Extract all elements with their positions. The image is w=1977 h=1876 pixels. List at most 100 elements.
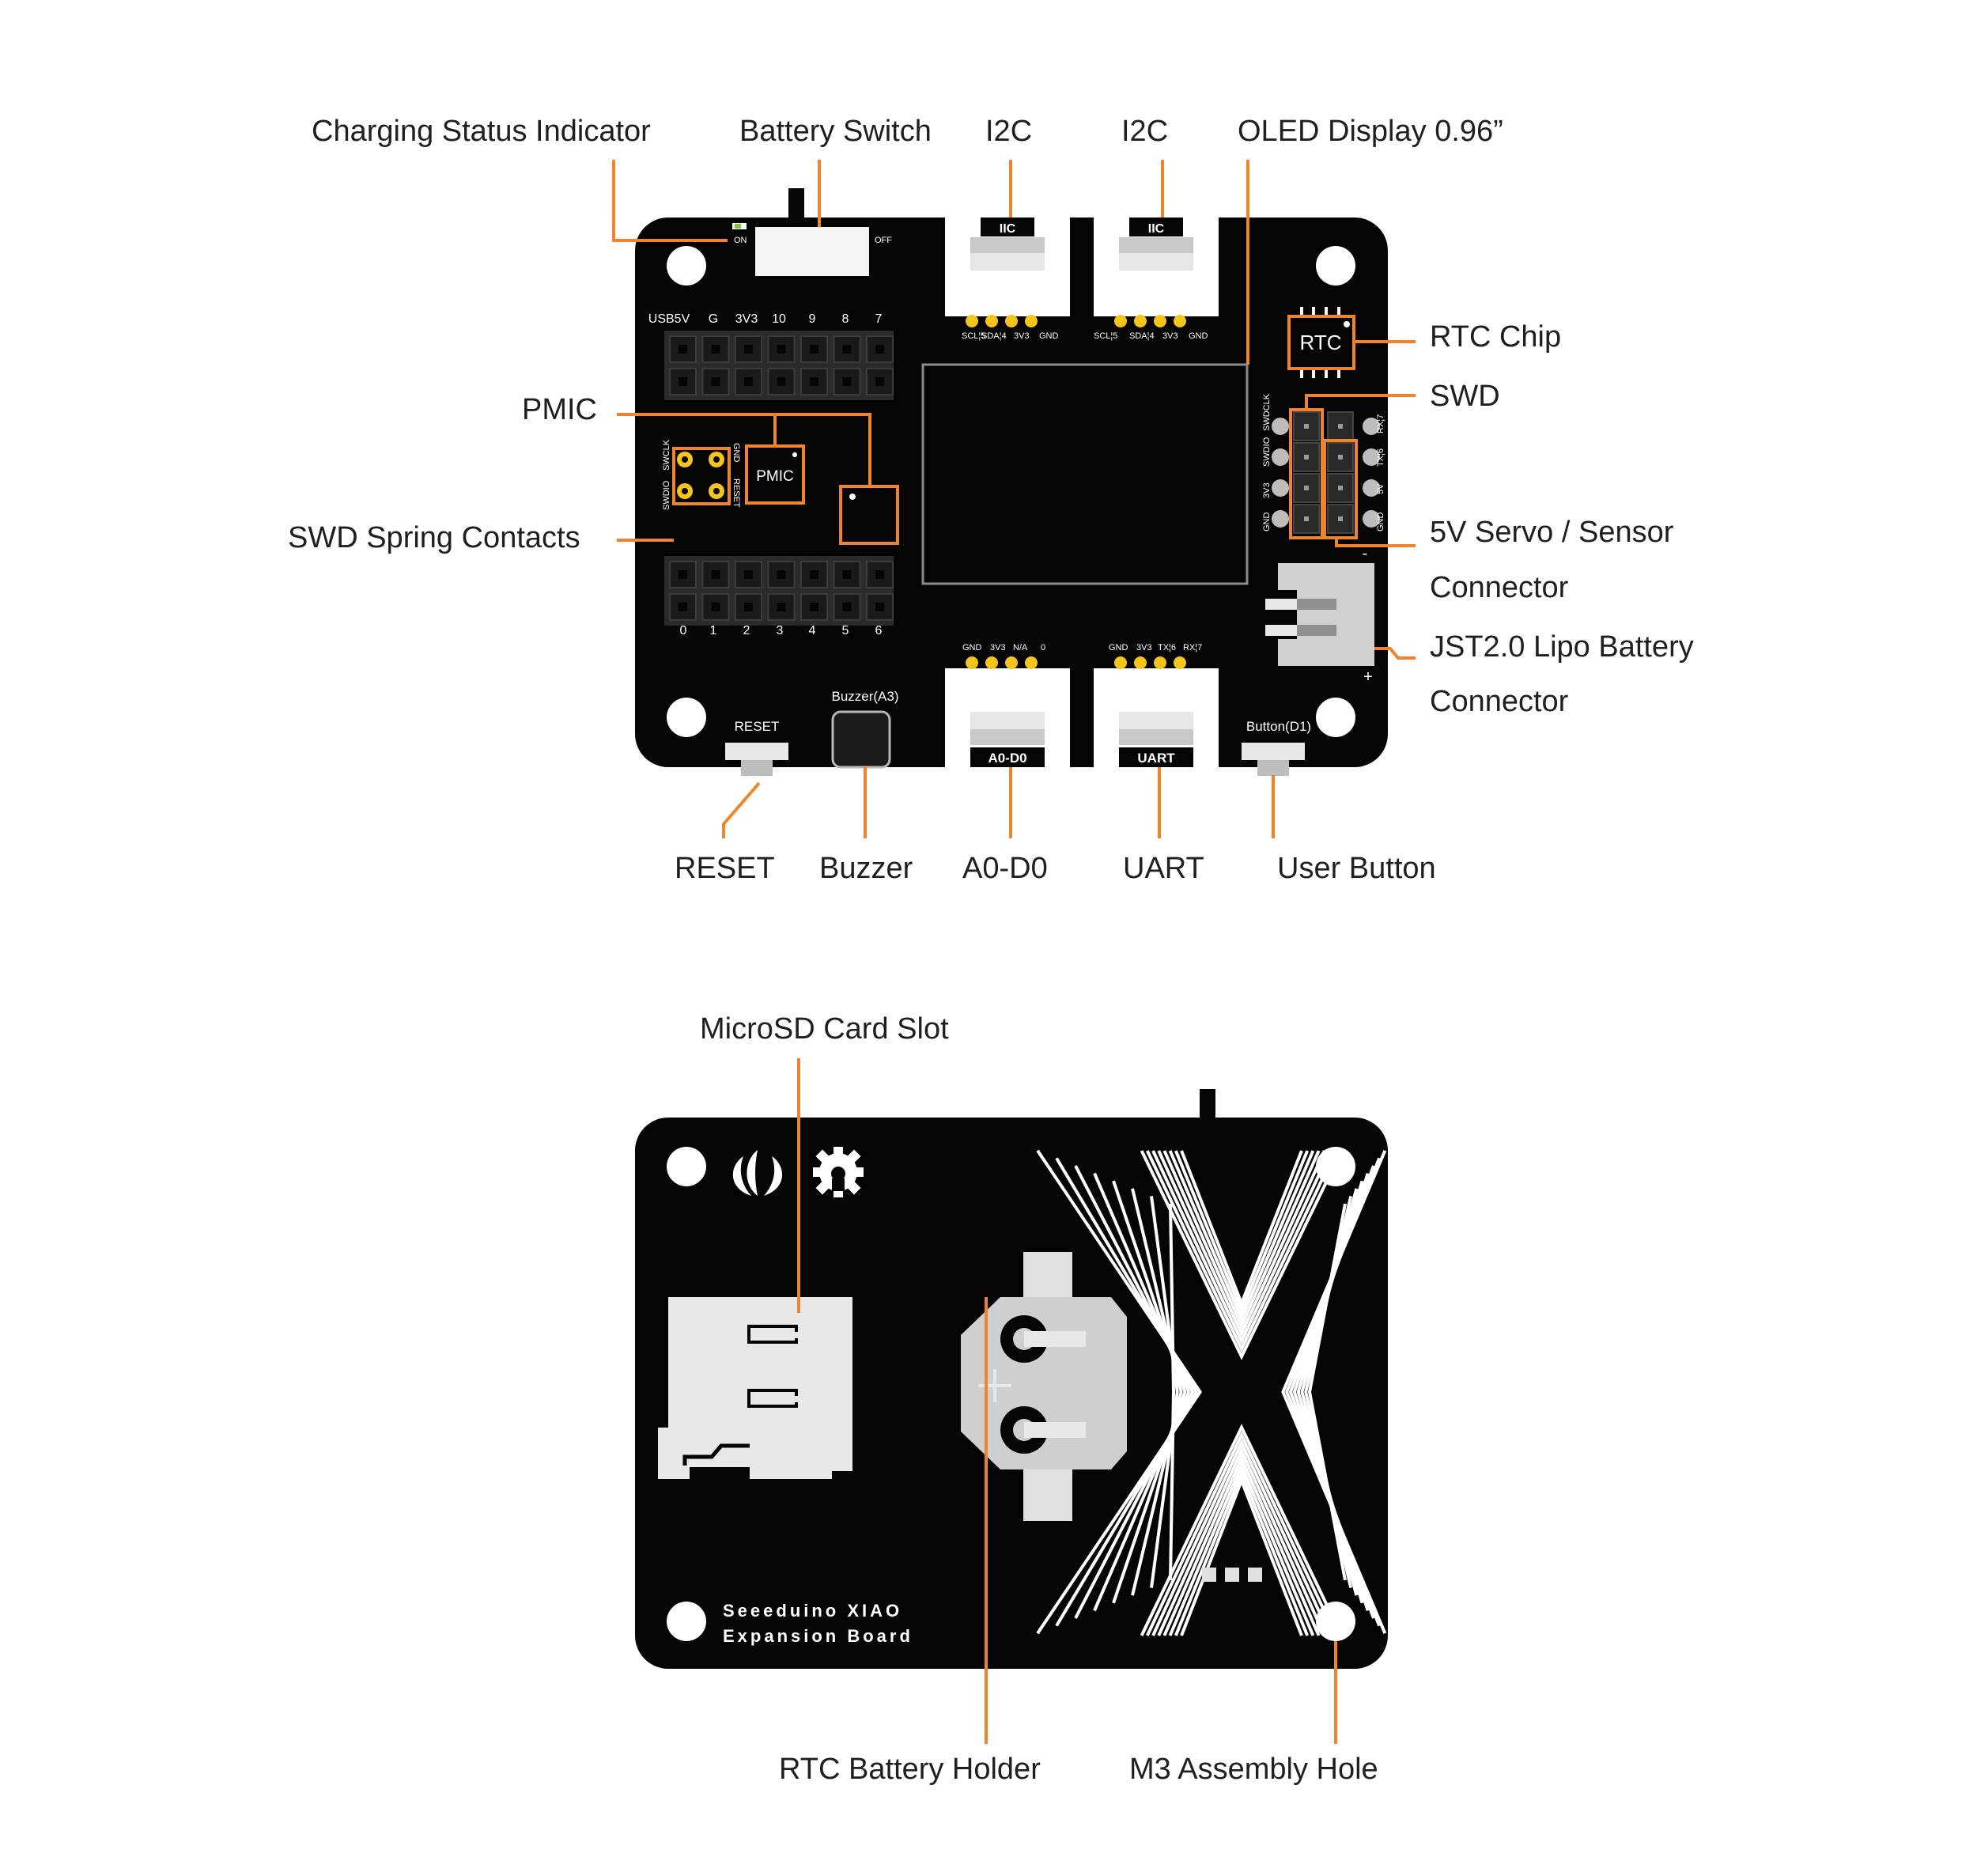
svg-text:SCL¦5: SCL¦5	[962, 331, 985, 341]
x-trace	[1074, 1165, 1195, 1619]
svg-text:3V3: 3V3	[990, 643, 1006, 652]
swd-pad	[1272, 418, 1289, 435]
pmic-chip-label: PMIC	[756, 468, 794, 485]
callout-charging-status: Charging Status Indicator	[312, 115, 651, 148]
header-pin-hole	[777, 603, 786, 611]
svg-text:3V3: 3V3	[735, 312, 758, 326]
header-pin-hole	[744, 570, 753, 579]
leader-lines-top	[612, 160, 1416, 838]
callout-user-button: User Button	[1277, 852, 1436, 885]
x-trace	[1168, 1150, 1315, 1323]
servo-pad	[1363, 510, 1380, 528]
swd-header-labels: SWDCLK SWDIO 3V3 GND	[1262, 393, 1272, 531]
seeed-logo-icon	[732, 1150, 783, 1196]
m3-assembly-hole	[1316, 1602, 1355, 1641]
gold-pad	[985, 315, 998, 327]
header-pin-socket	[833, 561, 861, 588]
gold-pad	[1134, 315, 1147, 327]
servo-pad	[1363, 479, 1380, 497]
gold-pad	[1154, 656, 1166, 669]
header-pin-hole	[842, 603, 852, 611]
svg-text:0: 0	[1041, 643, 1045, 652]
svg-text:0: 0	[680, 624, 687, 637]
gold-pad	[985, 656, 998, 669]
battery-switch-knob	[788, 188, 804, 221]
female-header-top	[664, 331, 894, 400]
x-trace	[1162, 1454, 1321, 1636]
header-pin-hole	[679, 345, 687, 354]
servo-pin-dot	[1338, 486, 1343, 490]
callout-swd: SWD	[1430, 380, 1500, 413]
uart-tag: UART	[1137, 751, 1175, 766]
leader-lines-bottom	[797, 1058, 1337, 1744]
x-trace	[1180, 1476, 1303, 1636]
x-trace	[1093, 1172, 1191, 1612]
reset-silk-label: RESET	[735, 719, 780, 734]
header-pin-hole	[842, 570, 852, 579]
switch-off-label: OFF	[875, 236, 892, 245]
swd-pad	[1272, 510, 1289, 528]
servo-pin	[1327, 442, 1354, 472]
board-name-line1: Seeeduino XIAO	[723, 1601, 902, 1621]
callout-battery-switch: Battery Switch	[739, 115, 932, 148]
x-trace	[1145, 1431, 1338, 1636]
svg-text:RX¦7: RX¦7	[1183, 643, 1202, 652]
svg-text:GND: GND	[1189, 331, 1208, 341]
uart-pin-labels: GND 3V3 TX¦6 RX¦7	[1109, 643, 1202, 652]
header-pin-hole	[875, 377, 884, 386]
callout-oled-display: OLED Display 0.96”	[1238, 115, 1503, 148]
x-trace	[1157, 1446, 1326, 1636]
svg-text:10: 10	[772, 312, 786, 326]
svg-text:3V3: 3V3	[1162, 331, 1178, 341]
header-pin-hole	[744, 345, 753, 354]
svg-text:6: 6	[875, 624, 883, 637]
microsd-card-slot	[658, 1297, 852, 1479]
header-pin-hole	[875, 345, 884, 354]
callout-swd-spring-contacts: SWD Spring Contacts	[288, 521, 580, 554]
x-trace	[1169, 1203, 1176, 1581]
header-pin-hole	[711, 603, 720, 611]
mount-hole	[667, 698, 706, 737]
mount-hole	[667, 1147, 706, 1186]
header-pin-hole	[810, 603, 818, 611]
svg-text:SWDCLK: SWDCLK	[1262, 393, 1272, 431]
callout-servo-line2: Connector	[1430, 571, 1569, 604]
header-pin-hole	[875, 603, 884, 611]
callouts-bottom: MicroSD Card Slot RTC Battery Holder M3 …	[700, 1012, 1378, 1786]
svg-text:TX¦6: TX¦6	[1158, 643, 1176, 652]
callout-reset: RESET	[675, 852, 775, 885]
servo-highlight	[1323, 439, 1358, 539]
callout-microsd: MicroSD Card Slot	[700, 1012, 949, 1046]
x-trace	[1055, 1157, 1199, 1627]
gold-pad	[1134, 656, 1147, 669]
svg-text:3V3: 3V3	[1014, 331, 1030, 341]
iic-tag-right: IIC	[1148, 222, 1165, 236]
svg-text:+: +	[1363, 668, 1373, 686]
x-trace	[1162, 1150, 1321, 1330]
battery-switch-body	[755, 227, 869, 276]
callout-rtc-chip: RTC Chip	[1430, 320, 1561, 354]
callout-rtc-battery-holder: RTC Battery Holder	[779, 1753, 1041, 1786]
reset-button[interactable]	[725, 743, 788, 760]
iic-pin-labels-right: SCL¦5 SDA¦4 3V3 GND	[1094, 331, 1208, 341]
header-pin-hole	[679, 570, 687, 579]
svg-text:1: 1	[710, 624, 717, 637]
x-trace	[1307, 1203, 1347, 1581]
callout-servo-line1: 5V Servo / Sensor	[1430, 516, 1674, 549]
header-pin-hole	[744, 377, 753, 386]
header-pin-socket	[800, 335, 828, 363]
user-button[interactable]	[1242, 743, 1305, 760]
callout-jst-line2: Connector	[1430, 685, 1569, 718]
callout-i2c-left: I2C	[985, 115, 1032, 148]
button-silk-label: Button(D1)	[1246, 719, 1311, 734]
gold-pad	[966, 315, 978, 327]
gold-pad	[1114, 656, 1127, 669]
mount-hole	[1316, 246, 1355, 286]
mount-hole	[667, 246, 706, 286]
svg-text:3V3: 3V3	[1262, 482, 1272, 498]
header-pin-hole	[842, 377, 852, 386]
x-trace	[1174, 1469, 1310, 1636]
svg-text:9: 9	[809, 312, 816, 326]
gold-pad	[1154, 315, 1166, 327]
